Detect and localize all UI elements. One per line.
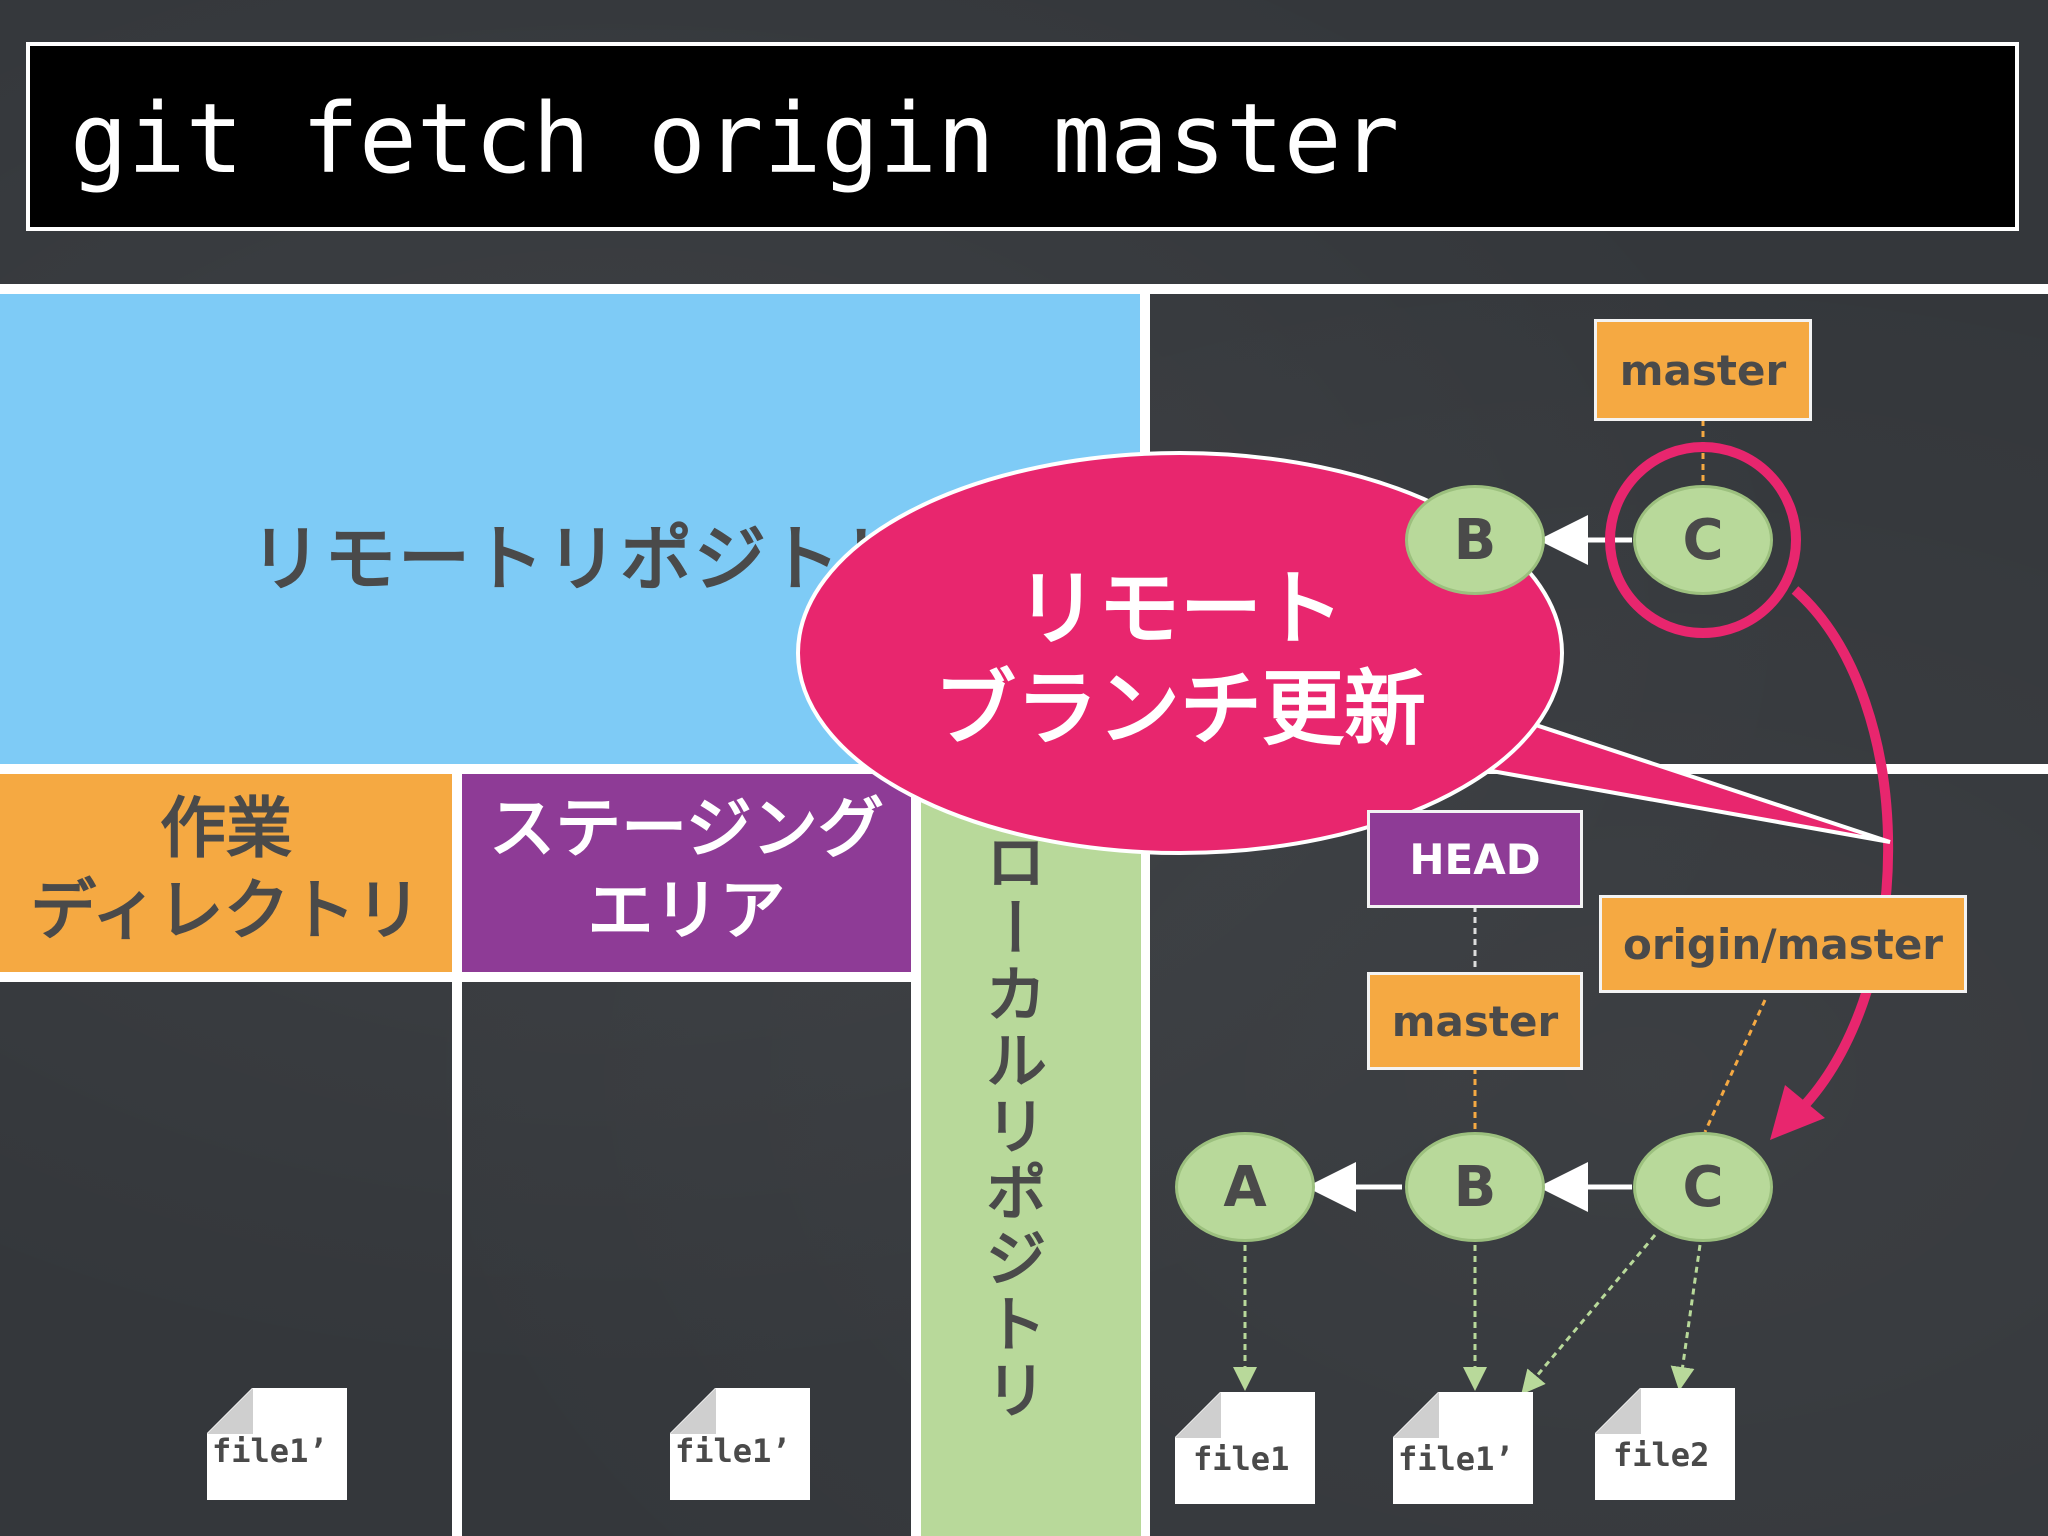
callout-text: リモート ブランチ更新 [933,562,1426,757]
local-repository-label: ローカルリポジトリ [974,830,1047,1424]
workdir-file-label: file1’ [212,1432,328,1470]
working-directory-label: 作業 ディレクトリ [30,790,422,949]
commit-c-file-label: file2 [1613,1436,1710,1474]
header-divider [0,284,2048,294]
origin-master-tag: origin/master [1599,895,1967,993]
remote-repository-label: リモートリポジトリ [250,517,917,601]
workdir-divider [452,774,462,1536]
remote-commit-b: B [1405,485,1545,595]
remote-master-tag: master [1594,319,1812,421]
commit-a-file-label: file1 [1193,1440,1290,1478]
local-commit-a: A [1175,1132,1315,1242]
staging-file-label: file1’ [675,1432,791,1470]
staging-area-label: ステージング エリア [489,790,884,949]
local-commit-c: C [1633,1132,1773,1242]
working-directory-area [0,774,452,972]
section-divider [0,764,2048,774]
column-divider [1140,294,1150,1536]
staging-divider [911,774,921,1536]
command-box: git fetch origin master [26,42,2019,231]
remote-commit-c: C [1633,485,1773,595]
command-text: git fetch origin master [70,83,1400,195]
local-master-tag: master [1367,972,1583,1070]
local-repository-area [921,774,1141,1536]
local-commit-b: B [1405,1132,1545,1242]
head-tag: HEAD [1367,810,1583,908]
commit-b-file-label: file1’ [1398,1440,1514,1478]
header-row-divider [0,972,921,982]
